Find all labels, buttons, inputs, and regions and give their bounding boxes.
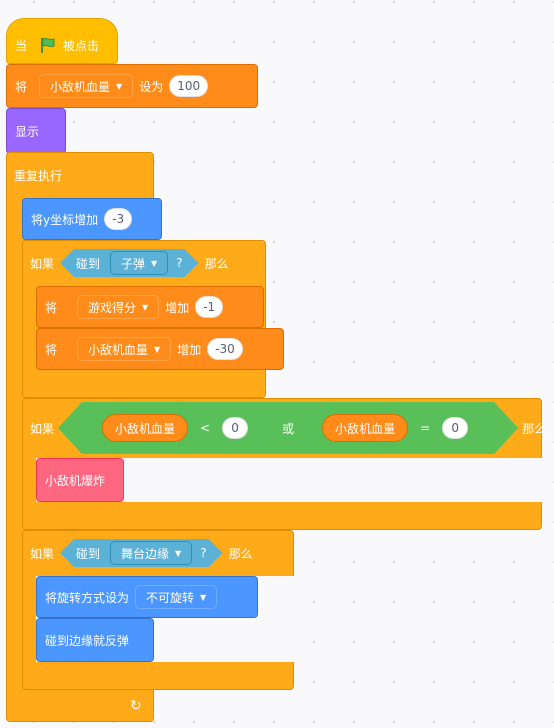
chevron-down-icon: ▼ [154, 344, 161, 354]
change-hp-action: 增加 [177, 342, 202, 357]
change-score-block[interactable]: 将 游戏得分 ▼ 增加 -1 [36, 286, 264, 328]
green-flag-icon [41, 37, 55, 53]
to-label: 设为 [139, 79, 164, 94]
hp-variable-name: 小敌机血量 [88, 342, 149, 357]
touching-edge-label: 碰到 [76, 546, 101, 561]
variable-name: 小敌机血量 [50, 79, 111, 94]
set-label: 将 [15, 79, 28, 94]
when-label: 当 [15, 38, 28, 53]
or-label: 或 [282, 421, 295, 436]
if1-label: 如果 [30, 256, 55, 271]
if3-header: 如果 碰到 舞台边缘 ▼ ? 那么 [22, 530, 294, 576]
chevron-down-icon: ▼ [116, 81, 123, 91]
touching-edge-target: 舞台边缘 [121, 546, 170, 561]
change-y-input[interactable]: -3 [104, 208, 133, 230]
change-hp-input[interactable]: -30 [207, 338, 243, 360]
compare-a-input[interactable]: 0 [222, 417, 248, 439]
then2-label: 那么 [522, 421, 547, 436]
set-variable-block[interactable]: 将 小敌机血量 ▼ 设为 100 [6, 64, 258, 108]
hp-reporter-a[interactable]: 小敌机血量 [102, 414, 188, 442]
change-hp-block[interactable]: 将 小敌机血量 ▼ 增加 -30 [36, 328, 284, 370]
change-y-block[interactable]: 将y坐标增加 -3 [22, 198, 162, 240]
or-operator[interactable]: 小敌机血量 < 0 或 小敌机血量 = 0 [58, 402, 518, 454]
change-score-input[interactable]: -1 [195, 296, 224, 318]
if1-header: 如果 碰到 子弹 ▼ ? 那么 [22, 240, 266, 286]
then3-label: 那么 [228, 546, 253, 561]
clicked-label: 被点击 [63, 38, 100, 53]
hp-variable-dropdown[interactable]: 小敌机血量 ▼ [77, 337, 172, 361]
question-mark: ? [176, 256, 183, 270]
less-than-operator[interactable]: 小敌机血量 < 0 [84, 408, 272, 448]
explode-block[interactable]: 小敌机爆炸 [36, 458, 124, 502]
rotation-style-block[interactable]: 将旋转方式设为 不可旋转 ▼ [36, 576, 258, 618]
if2-label: 如果 [30, 421, 55, 436]
forever-header: 重复执行 [6, 152, 154, 198]
when-flag-clicked-block[interactable]: 当 被点击 [6, 18, 118, 64]
score-variable-name: 游戏得分 [88, 300, 137, 315]
change-y-label: 将y坐标增加 [31, 212, 99, 227]
touching-edge-condition[interactable]: 碰到 舞台边缘 ▼ ? [60, 539, 223, 567]
touching-label: 碰到 [76, 256, 101, 271]
less-than-symbol: < [200, 421, 211, 435]
hp-reporter-b[interactable]: 小敌机血量 [322, 414, 408, 442]
equals-symbol: = [420, 421, 431, 435]
value-input[interactable]: 100 [169, 75, 209, 97]
variable-dropdown[interactable]: 小敌机血量 ▼ [39, 74, 134, 98]
show-label: 显示 [15, 124, 40, 139]
touching-target: 子弹 [121, 256, 146, 271]
score-variable-dropdown[interactable]: 游戏得分 ▼ [77, 295, 160, 319]
chevron-down-icon: ▼ [151, 258, 158, 268]
change-hp-label: 将 [45, 342, 58, 357]
compare-b-input[interactable]: 0 [442, 417, 468, 439]
if2-header: 如果 小敌机血量 < 0 或 小敌机血量 = 0 那么 [22, 398, 546, 458]
change-score-label: 将 [45, 300, 58, 315]
rotation-value: 不可旋转 [146, 590, 195, 605]
rotation-dropdown[interactable]: 不可旋转 ▼ [135, 585, 218, 609]
explode-label: 小敌机爆炸 [45, 473, 106, 488]
equals-operator[interactable]: 小敌机血量 = 0 [304, 408, 492, 448]
touching-target-dropdown[interactable]: 子弹 ▼ [110, 251, 168, 275]
bounce-block[interactable]: 碰到边缘就反弹 [36, 618, 154, 662]
change-score-action: 增加 [165, 300, 190, 315]
forever-label: 重复执行 [14, 168, 63, 183]
bounce-label: 碰到边缘就反弹 [45, 633, 130, 648]
then1-label: 那么 [204, 256, 229, 271]
loop-arrow-icon: ↻ [130, 698, 142, 714]
touching-bullet-condition[interactable]: 碰到 子弹 ▼ ? [60, 249, 199, 277]
question-mark-2: ? [200, 546, 207, 560]
if3-label: 如果 [30, 546, 55, 561]
chevron-down-icon: ▼ [175, 548, 182, 558]
chevron-down-icon: ▼ [142, 302, 149, 312]
touching-edge-dropdown[interactable]: 舞台边缘 ▼ [110, 541, 192, 565]
rotation-label: 将旋转方式设为 [45, 590, 130, 605]
show-block[interactable]: 显示 [6, 108, 66, 154]
chevron-down-icon: ▼ [200, 592, 207, 602]
